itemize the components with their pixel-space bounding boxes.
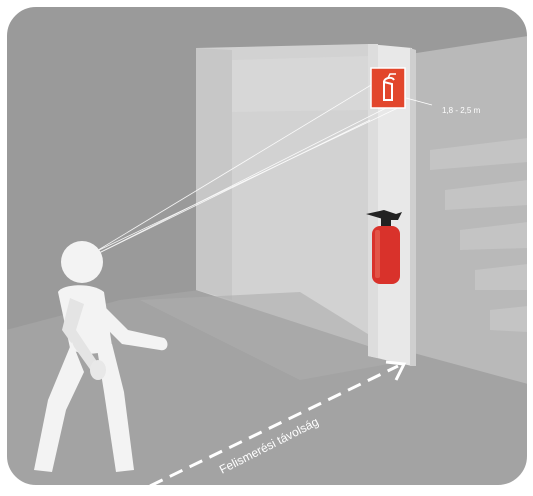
stair-step [490,306,528,332]
right-wall [410,36,528,384]
fire-extinguisher-sign-icon [371,68,405,108]
height-range-label: 1,8 - 2,5 m [442,106,481,115]
